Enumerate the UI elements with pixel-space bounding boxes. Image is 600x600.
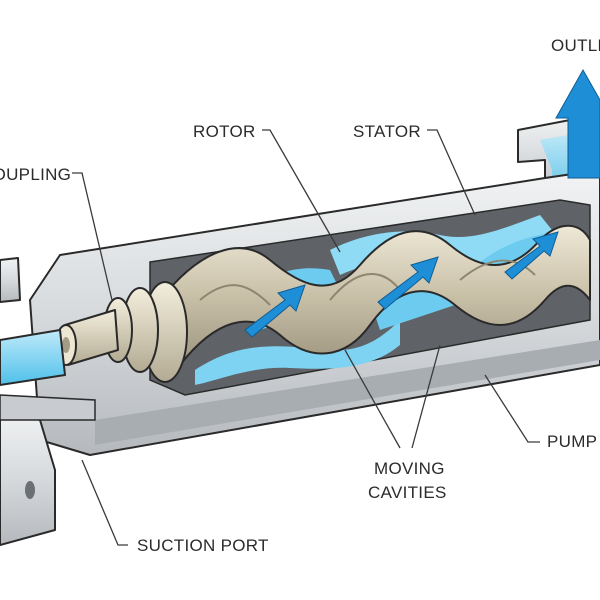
leader-lines: [72, 129, 540, 546]
outlet-flow-arrow: [555, 68, 600, 179]
leader-moving-cavities-b: [411, 344, 441, 449]
leader-pump-casing: [484, 374, 540, 443]
flow-arrow-2: [377, 256, 439, 310]
flow-arrow-1: [244, 284, 306, 338]
label-moving-cavities-line2: CAVITIES: [368, 483, 447, 502]
label-suction-port: SUCTION PORT: [137, 536, 269, 555]
leader-stator: [427, 129, 476, 216]
leader-coupling: [72, 172, 113, 301]
leader-rotor: [262, 129, 341, 253]
flow-arrow-3: [504, 231, 559, 280]
label-stator: STATOR: [353, 122, 421, 141]
suction-port: [0, 257, 96, 546]
leader-moving-cavities-a: [344, 349, 401, 449]
label-rotor: ROTOR: [193, 122, 256, 141]
leader-suction-port: [81, 459, 128, 546]
flow-arrows: [244, 68, 600, 338]
label-outlet: OUTLET: [551, 36, 600, 55]
rotor: [159, 224, 591, 366]
labels: OUTLET ROTOR STATOR COUPLING PUMP CASING…: [0, 36, 600, 555]
label-coupling: COUPLING: [0, 165, 71, 184]
label-pump-casing: PUMP CASING: [547, 432, 600, 451]
label-moving-cavities-line1: MOVING: [374, 459, 445, 478]
